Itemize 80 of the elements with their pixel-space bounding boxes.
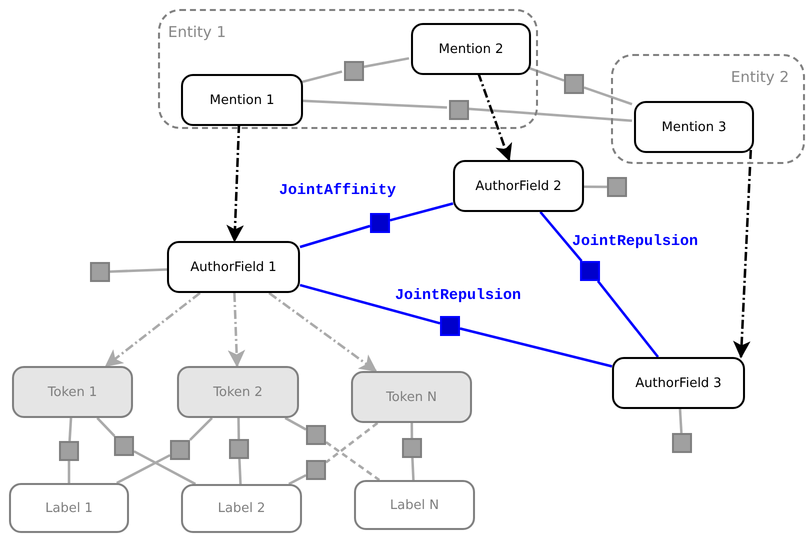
connector-line	[678, 408, 683, 434]
arrow	[104, 292, 201, 367]
arrow	[228, 292, 246, 368]
factor-square	[344, 61, 364, 81]
connector-line	[288, 474, 307, 486]
variable-box	[181, 74, 303, 126]
factor-square	[580, 261, 600, 281]
variable-box	[411, 23, 531, 75]
factor-square	[90, 262, 110, 282]
factor-square	[170, 440, 190, 460]
arrow	[226, 124, 244, 242]
connector-line	[410, 423, 414, 438]
connector-line	[300, 224, 370, 248]
factor-square	[306, 460, 326, 480]
connector-line	[110, 268, 168, 273]
connector-line	[584, 86, 632, 106]
connector-line	[96, 417, 116, 437]
variable-box	[634, 101, 754, 153]
label-box	[181, 484, 302, 533]
factor-square	[449, 100, 469, 120]
factor-square	[564, 74, 584, 94]
factor-label: JointRepulsion	[572, 233, 698, 250]
connector-line	[68, 418, 72, 442]
node-label: AuthorField 3	[635, 376, 722, 390]
entity-label: Entity 1	[168, 23, 226, 41]
connector-line	[116, 454, 171, 484]
token-box	[177, 366, 299, 418]
node-label: Mention 3	[662, 120, 726, 134]
connector-line	[300, 284, 440, 324]
connector-line	[284, 416, 307, 431]
factor-square	[59, 441, 79, 461]
connector-line	[596, 280, 659, 358]
node-label: AuthorField 1	[190, 260, 277, 274]
factor-square	[607, 177, 627, 197]
variable-box	[612, 357, 745, 409]
factor-label: JointRepulsion	[395, 287, 522, 304]
connector-line	[390, 202, 454, 222]
connector-line	[325, 422, 378, 464]
factor-square	[402, 438, 422, 458]
label-box	[354, 480, 475, 530]
connector-line	[300, 70, 342, 84]
token-box	[351, 371, 472, 423]
node-label: Label 1	[45, 500, 93, 516]
connector-line	[528, 66, 564, 82]
node-label: Label 2	[218, 501, 266, 516]
factor-square	[370, 213, 390, 233]
connector-line	[133, 450, 196, 486]
variable-box	[167, 241, 300, 293]
factor-square	[440, 316, 460, 336]
factor-square	[114, 436, 134, 456]
node-label: Token 2	[213, 384, 263, 400]
connector-line	[584, 185, 607, 188]
arrow	[477, 72, 512, 162]
factor-square	[306, 425, 326, 445]
node-label: Token 1	[48, 384, 98, 400]
node-label: Label N	[390, 498, 439, 512]
node-label: Mention 2	[438, 42, 504, 56]
connector-line	[539, 211, 583, 262]
label-box	[9, 483, 129, 533]
factor-square	[672, 433, 692, 453]
factor-square	[229, 439, 249, 459]
arrow	[733, 150, 752, 358]
entity-group	[611, 54, 805, 164]
node-label: Mention 1	[210, 92, 274, 108]
connector-line	[238, 458, 242, 484]
connector-line	[237, 418, 240, 440]
entity-label: Entity 2	[730, 68, 789, 86]
factor-label: JointAffinity	[279, 182, 396, 199]
entity-group	[158, 9, 538, 129]
connector-line	[460, 327, 612, 368]
node-label: AuthorField 2	[475, 178, 562, 194]
connector-line	[300, 100, 448, 109]
connector-line	[411, 458, 415, 480]
arrow	[268, 292, 378, 372]
node-label: Token N	[386, 390, 437, 404]
connector-line	[189, 417, 213, 441]
connector-line	[325, 441, 380, 482]
connector-line	[68, 461, 70, 483]
token-box	[12, 366, 133, 418]
variable-box	[453, 160, 584, 212]
